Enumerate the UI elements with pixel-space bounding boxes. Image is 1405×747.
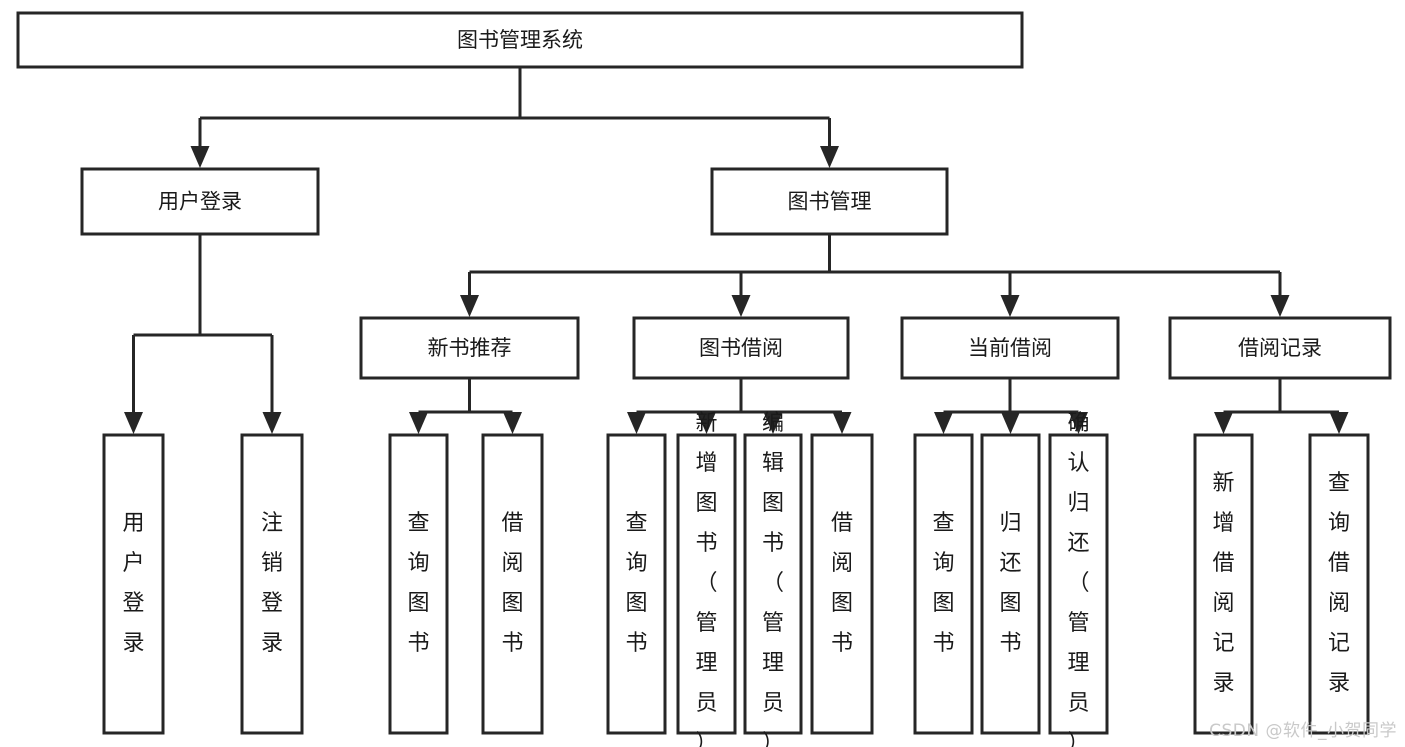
node-label: 查询借阅记录 <box>1328 471 1350 696</box>
node-label: 图书管理系统 <box>457 28 583 52</box>
connector-group <box>409 378 522 434</box>
arrow-head-icon <box>832 412 852 434</box>
node-box[interactable] <box>1193 433 1254 735</box>
node-leaf-borrow-book-1[interactable]: 借阅图书 <box>481 433 544 735</box>
node-leaf-borrow-book-2[interactable]: 借阅图书 <box>810 433 874 735</box>
connector-group <box>1214 378 1349 434</box>
node-layer: 图书管理系统用户登录图书管理新书推荐图书借阅当前借阅借阅记录用户登录注销登录查询… <box>16 11 1392 747</box>
node-label: 确认归还（管理员） <box>1067 411 1089 747</box>
node-label: 当前借阅 <box>968 336 1052 360</box>
node-book-manage[interactable]: 图书管理 <box>710 167 949 236</box>
node-new-book-rec[interactable]: 新书推荐 <box>359 316 580 380</box>
node-leaf-logout[interactable]: 注销登录 <box>240 433 304 735</box>
node-leaf-query-book-3[interactable]: 查询图书 <box>913 433 974 735</box>
node-leaf-query-book-2[interactable]: 查询图书 <box>606 433 667 735</box>
node-leaf-user-login[interactable]: 用户登录 <box>102 433 165 735</box>
node-label: 图书借阅 <box>699 336 783 360</box>
node-label: 新书推荐 <box>428 336 512 360</box>
node-label: 用户登录 <box>122 511 144 656</box>
arrow-head-icon <box>1329 412 1349 434</box>
arrow-head-icon <box>409 412 428 434</box>
node-box[interactable] <box>710 167 949 236</box>
node-label: 新增图书（管理员） <box>695 411 717 747</box>
node-box[interactable] <box>632 316 850 380</box>
arrow-head-icon <box>820 146 839 168</box>
node-box[interactable] <box>16 11 1024 69</box>
node-box[interactable] <box>900 316 1120 380</box>
node-user-login[interactable]: 用户登录 <box>80 167 320 236</box>
node-label: 查询图书 <box>625 511 647 656</box>
node-label: 查询图书 <box>932 511 954 656</box>
arrow-head-icon <box>262 412 282 434</box>
arrow-head-icon <box>1000 295 1020 317</box>
arrow-head-icon <box>124 412 143 434</box>
arrow-head-icon <box>1214 412 1233 434</box>
arrow-head-icon <box>1270 295 1290 317</box>
connector-group <box>934 378 1088 434</box>
node-borrow-record[interactable]: 借阅记录 <box>1168 316 1392 380</box>
node-box[interactable] <box>359 316 580 380</box>
node-box[interactable] <box>810 433 874 735</box>
node-box[interactable] <box>913 433 974 735</box>
node-root[interactable]: 图书管理系统 <box>16 11 1024 69</box>
node-leaf-add-record[interactable]: 新增借阅记录 <box>1193 433 1254 735</box>
node-box[interactable] <box>481 433 544 735</box>
node-label: 图书管理 <box>788 190 872 214</box>
arrow-head-icon <box>934 412 953 434</box>
node-label: 归还图书 <box>999 511 1021 656</box>
node-label: 编辑图书（管理员） <box>762 411 784 747</box>
connector-group <box>124 234 282 434</box>
node-box[interactable] <box>1308 433 1370 735</box>
connector-layer <box>124 67 1349 434</box>
node-box[interactable] <box>676 433 737 735</box>
arrow-head-icon <box>460 295 479 317</box>
node-label: 查询图书 <box>407 511 429 656</box>
arrow-head-icon <box>731 295 751 317</box>
node-leaf-return-book[interactable]: 归还图书 <box>980 433 1041 735</box>
arrow-head-icon <box>503 412 522 434</box>
node-leaf-query-book-1[interactable]: 查询图书 <box>388 433 449 735</box>
connector-group <box>460 234 1290 317</box>
node-label: 注销登录 <box>261 511 283 656</box>
node-leaf-edit-book[interactable]: 编辑图书（管理员） <box>743 411 803 747</box>
node-box[interactable] <box>980 433 1041 735</box>
node-leaf-confirm-return[interactable]: 确认归还（管理员） <box>1048 411 1109 747</box>
node-box[interactable] <box>1168 316 1392 380</box>
node-box[interactable] <box>1048 433 1109 735</box>
node-leaf-add-book[interactable]: 新增图书（管理员） <box>676 411 737 747</box>
node-label: 借阅图书 <box>831 511 853 656</box>
arrow-head-icon <box>1069 412 1088 434</box>
node-label: 借阅图书 <box>501 511 523 656</box>
arrow-head-icon <box>190 146 210 168</box>
node-box[interactable] <box>606 433 667 735</box>
arrow-head-icon <box>627 412 646 434</box>
node-box[interactable] <box>240 433 304 735</box>
node-label: 借阅记录 <box>1238 336 1322 360</box>
connector-group <box>190 67 839 168</box>
node-box[interactable] <box>102 433 165 735</box>
node-book-borrow[interactable]: 图书借阅 <box>632 316 850 380</box>
node-label: 新增借阅记录 <box>1212 471 1234 696</box>
node-box[interactable] <box>388 433 449 735</box>
arrow-head-icon <box>697 412 716 434</box>
node-box[interactable] <box>80 167 320 236</box>
node-current-borrow[interactable]: 当前借阅 <box>900 316 1120 380</box>
node-box[interactable] <box>743 433 803 735</box>
arrow-head-icon <box>1001 412 1020 434</box>
arrow-head-icon <box>763 412 783 434</box>
connector-group <box>627 378 852 434</box>
node-leaf-query-record[interactable]: 查询借阅记录 <box>1308 433 1370 735</box>
node-label: 用户登录 <box>158 190 242 214</box>
